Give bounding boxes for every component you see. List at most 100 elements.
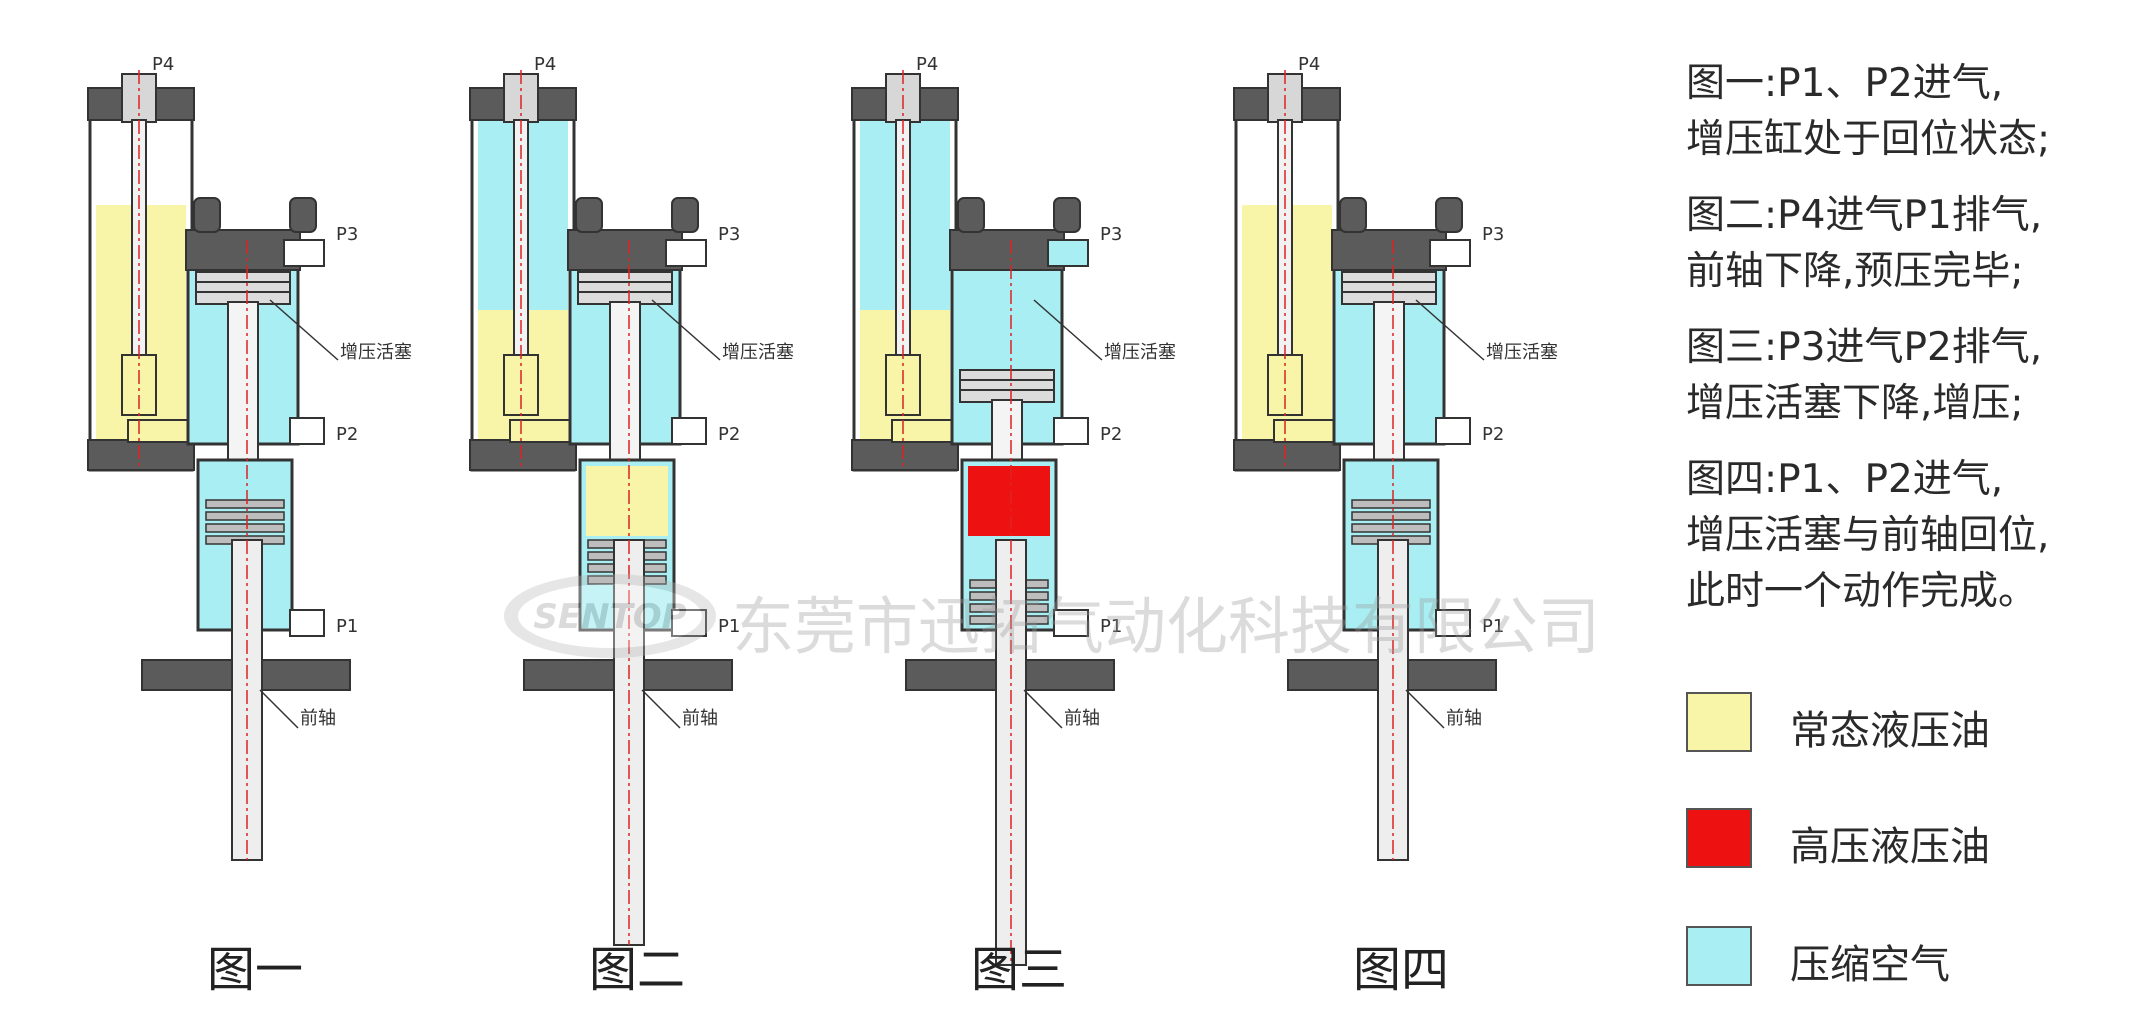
reservoir-bottom-cap — [851, 439, 959, 471]
bolt-left — [575, 197, 603, 233]
label-p2: P2 — [1100, 424, 1122, 445]
legend-swatch — [1686, 692, 1752, 752]
description-line: 图四:P1、P2进气, — [1686, 457, 2004, 502]
booster-piston — [1341, 271, 1437, 305]
label-p4: P4 — [916, 54, 938, 75]
bolt-right — [1053, 197, 1081, 233]
figure-caption-4: 图四 — [1352, 942, 1449, 998]
shaft-seal — [205, 511, 285, 521]
p3-port — [283, 239, 325, 267]
booster-rod — [1373, 301, 1405, 463]
reservoir-bottom-cap — [469, 439, 577, 471]
booster-head — [1331, 229, 1447, 271]
label-booster-piston: 增压活塞 — [340, 342, 412, 363]
label-p2: P2 — [336, 424, 358, 445]
p3-port — [1429, 239, 1471, 267]
description-line: 此时一个动作完成。 — [1686, 569, 2038, 614]
label-p3: P3 — [718, 224, 740, 245]
figure-caption-3: 图三 — [970, 942, 1067, 998]
label-front-shaft: 前轴 — [682, 708, 718, 729]
label-p3: P3 — [1100, 224, 1122, 245]
leader-line — [1033, 299, 1103, 361]
label-booster-piston: 增压活塞 — [722, 342, 794, 363]
p1-port — [289, 609, 325, 637]
booster-head — [567, 229, 683, 271]
label-p4: P4 — [1298, 54, 1320, 75]
figure-caption-1: 图一 — [206, 942, 303, 998]
p1-port — [1435, 609, 1471, 637]
bolt-left — [193, 197, 221, 233]
process-description: 图一:P1、P2进气, 增压缸处于回位状态; 图二:P4进气P1排气, 前轴下降… — [1686, 56, 2152, 640]
figure-caption-2: 图二 — [588, 942, 685, 998]
p1-port — [1053, 609, 1089, 637]
bolt-left — [1339, 197, 1367, 233]
legend-swatch — [1686, 808, 1752, 868]
booster-piston — [959, 369, 1055, 403]
leader-line — [269, 299, 339, 361]
label-front-shaft: 前轴 — [300, 708, 336, 729]
shaft-seal — [1351, 499, 1431, 509]
bolt-right — [671, 197, 699, 233]
label-p2: P2 — [718, 424, 740, 445]
reservoir-bottom-cap — [1233, 439, 1341, 471]
p2-port — [671, 417, 707, 445]
booster-head — [185, 229, 301, 271]
label-booster-piston: 增压活塞 — [1104, 342, 1176, 363]
leader-line — [1023, 689, 1063, 729]
description-line: 增压缸处于回位状态; — [1686, 117, 2051, 162]
description-step-2: 图二:P4进气P1排气, 前轴下降,预压完毕; — [1686, 188, 2152, 300]
p2-port — [289, 417, 325, 445]
description-step-1: 图一:P1、P2进气, 增压缸处于回位状态; — [1686, 56, 2152, 168]
label-p1: P1 — [336, 616, 358, 637]
shaft-seal — [205, 499, 285, 509]
label-p3: P3 — [336, 224, 358, 245]
booster-piston — [195, 271, 291, 305]
legend-label: 高压液压油 — [1790, 824, 1990, 870]
label-front-shaft: 前轴 — [1446, 708, 1482, 729]
p3-port — [665, 239, 707, 267]
label-p1: P1 — [718, 616, 740, 637]
label-p4: P4 — [152, 54, 174, 75]
p1-port — [671, 609, 707, 637]
description-line: 前轴下降,预压完毕; — [1686, 249, 2024, 294]
description-step-3: 图三:P3进气P2排气, 增压活塞下降,增压; — [1686, 320, 2152, 432]
bolt-right — [1435, 197, 1463, 233]
leader-line — [651, 299, 721, 361]
booster-piston — [577, 271, 673, 305]
description-step-4: 图四:P1、P2进气, 增压活塞与前轴回位, 此时一个动作完成。 — [1686, 452, 2152, 620]
shaft-seal — [1351, 511, 1431, 521]
p3-port — [1047, 239, 1089, 267]
legend-label: 压缩空气 — [1790, 942, 1950, 988]
p2-port — [1435, 417, 1471, 445]
label-p3: P3 — [1482, 224, 1504, 245]
description-line: 图二:P4进气P1排气, — [1686, 193, 2043, 238]
booster-rod — [227, 301, 259, 463]
leader-line — [1405, 689, 1445, 729]
description-line: 图三:P3进气P2排气, — [1686, 325, 2043, 370]
booster-head — [949, 229, 1065, 271]
leader-line — [641, 689, 681, 729]
p2-port — [1053, 417, 1089, 445]
lower-chamber — [586, 466, 668, 536]
label-front-shaft: 前轴 — [1064, 708, 1100, 729]
legend-label: 常态液压油 — [1790, 708, 1990, 754]
description-line: 增压活塞与前轴回位, — [1686, 513, 2050, 558]
label-p1: P1 — [1100, 616, 1122, 637]
reservoir-bottom-cap — [87, 439, 195, 471]
label-p1: P1 — [1482, 616, 1504, 637]
lower-chamber — [968, 466, 1050, 536]
leader-line — [1415, 299, 1485, 361]
label-booster-piston: 增压活塞 — [1486, 342, 1558, 363]
shaft-seal — [1351, 523, 1431, 533]
bolt-left — [957, 197, 985, 233]
leader-line — [259, 689, 299, 729]
label-p2: P2 — [1482, 424, 1504, 445]
booster-rod — [609, 301, 641, 463]
shaft-seal — [205, 523, 285, 533]
description-line: 图一:P1、P2进气, — [1686, 61, 2004, 106]
